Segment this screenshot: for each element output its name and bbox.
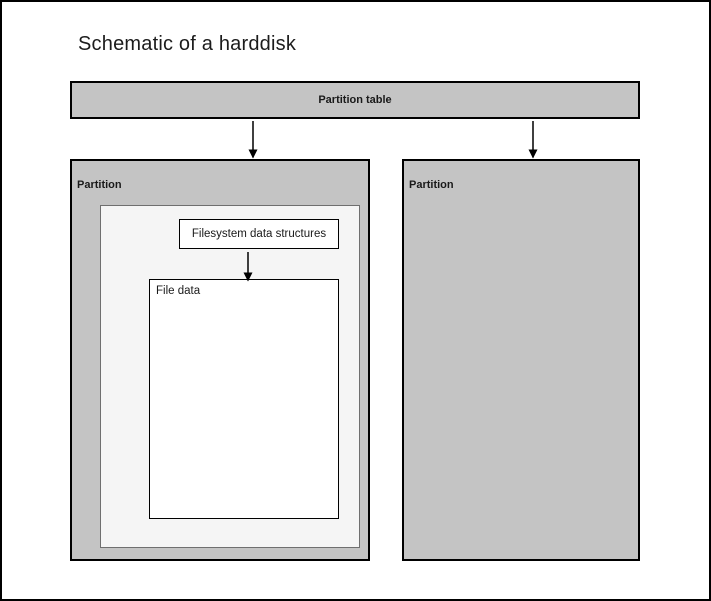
filesystem-data-structures-box: Filesystem data structures (179, 219, 339, 249)
partition-table-box: Partition table (70, 81, 640, 119)
partition-table-label: Partition table (318, 94, 392, 106)
file-data-box: File data (149, 279, 339, 519)
page-title: Schematic of a harddisk (78, 33, 297, 55)
partition-box-right: Partition (402, 159, 640, 561)
filesystem-data-structures-label: Filesystem data structures (191, 228, 327, 240)
partition-box-left: Partition Filesystem data structures Fil… (70, 159, 370, 561)
file-data-label: File data (156, 285, 201, 297)
partition-left-label: Partition (77, 179, 122, 191)
filesystem-area-container: Filesystem data structures File data (100, 205, 360, 548)
partition-right-label: Partition (409, 179, 454, 191)
